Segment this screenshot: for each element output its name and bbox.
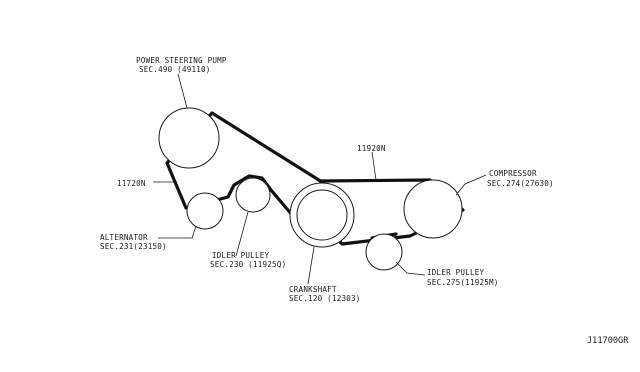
compressor-sec: SEC.274(27630) xyxy=(487,179,554,188)
leader-power-steering xyxy=(177,73,188,109)
crankshaft-label: CRANKSHAFT xyxy=(289,285,337,294)
leader-alternator xyxy=(158,225,197,239)
power-steering-pump-sec: SEC.490 (49110) xyxy=(139,65,211,74)
idler-pulley-upper-sec: SEC.230 (11925Q) xyxy=(210,260,286,269)
crankshaft-pulley xyxy=(289,182,355,248)
alternator-pulley xyxy=(186,192,224,230)
leader-compressor xyxy=(455,174,487,196)
idler-pulley-upper-label: IDLER PULLEY xyxy=(212,251,269,260)
alternator-label: ALTERNATOR xyxy=(100,233,148,242)
leader-crankshaft xyxy=(307,246,315,285)
alternator-sec: SEC.231(23150) xyxy=(100,242,167,251)
compressor-pulley xyxy=(403,179,463,239)
leader-11920n xyxy=(371,151,377,181)
idler-pulley-lower-sec: SEC.275(11925M) xyxy=(427,278,499,287)
compressor-label: COMPRESSOR xyxy=(489,169,537,178)
power-steering-pump-label: POWER STEERING PUMP xyxy=(136,56,227,65)
leader-idler-upper xyxy=(235,211,249,257)
idler-pulley-lower-label: IDLER PULLEY xyxy=(427,268,484,277)
idler-pulley-lower xyxy=(365,233,403,271)
belt-11720n-label: 11720N xyxy=(117,179,146,188)
idler-pulley-upper xyxy=(235,177,271,213)
diagram-reference-code: J11700GR xyxy=(587,336,629,346)
power-steering-pump-pulley xyxy=(158,107,220,169)
belt-11920n-label: 11920N xyxy=(357,144,386,153)
crankshaft-sec: SEC.120 (12303) xyxy=(289,294,361,303)
leader-idler-lower xyxy=(395,261,426,276)
